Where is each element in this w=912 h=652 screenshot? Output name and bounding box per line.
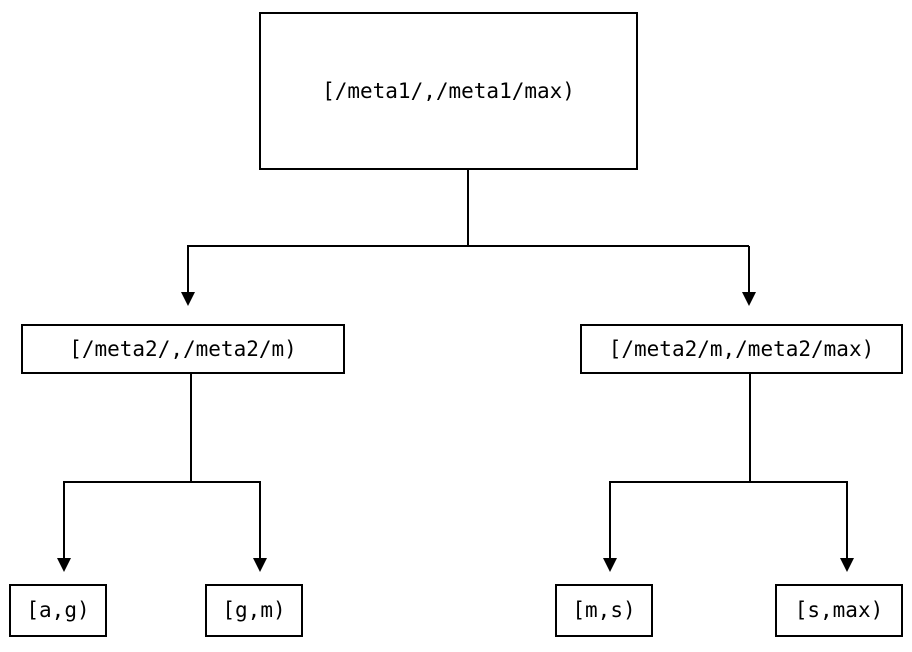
arrowhead-to-leaf-ag — [57, 558, 71, 572]
tree-node-root[interactable]: [/meta1/,/meta1/max) — [259, 12, 638, 170]
tree-node-leaf-m-s[interactable]: [m,s) — [555, 584, 653, 637]
arrowhead-to-level2-right — [742, 292, 756, 306]
edge-level2-right-to-leaves — [603, 374, 854, 572]
tree-node-root-label: [/meta1/,/meta1/max) — [322, 78, 575, 103]
tree-node-level2-left[interactable]: [/meta2/,/meta2/m) — [21, 324, 345, 374]
arrowhead-to-leaf-ms — [603, 558, 617, 572]
arrowhead-to-leaf-smax — [840, 558, 854, 572]
tree-node-leaf-g-m-label: [g,m) — [222, 598, 286, 622]
tree-node-level2-right[interactable]: [/meta2/m,/meta2/max) — [580, 324, 903, 374]
tree-node-level2-left-label: [/meta2/,/meta2/m) — [69, 336, 297, 361]
tree-node-leaf-m-s-label: [m,s) — [572, 598, 636, 622]
edge-root-to-level2 — [181, 170, 756, 306]
arrowhead-to-level2-left — [181, 292, 195, 306]
arrowhead-to-leaf-gm — [253, 558, 267, 572]
tree-node-leaf-a-g-label: [a,g) — [26, 598, 90, 622]
edge-level2-left-to-leaves — [57, 374, 267, 572]
tree-node-level2-right-label: [/meta2/m,/meta2/max) — [608, 336, 875, 361]
tree-node-leaf-g-m[interactable]: [g,m) — [205, 584, 303, 637]
tree-node-leaf-a-g[interactable]: [a,g) — [9, 584, 107, 637]
tree-node-leaf-s-max[interactable]: [s,max) — [775, 584, 903, 637]
tree-node-leaf-s-max-label: [s,max) — [794, 598, 884, 622]
